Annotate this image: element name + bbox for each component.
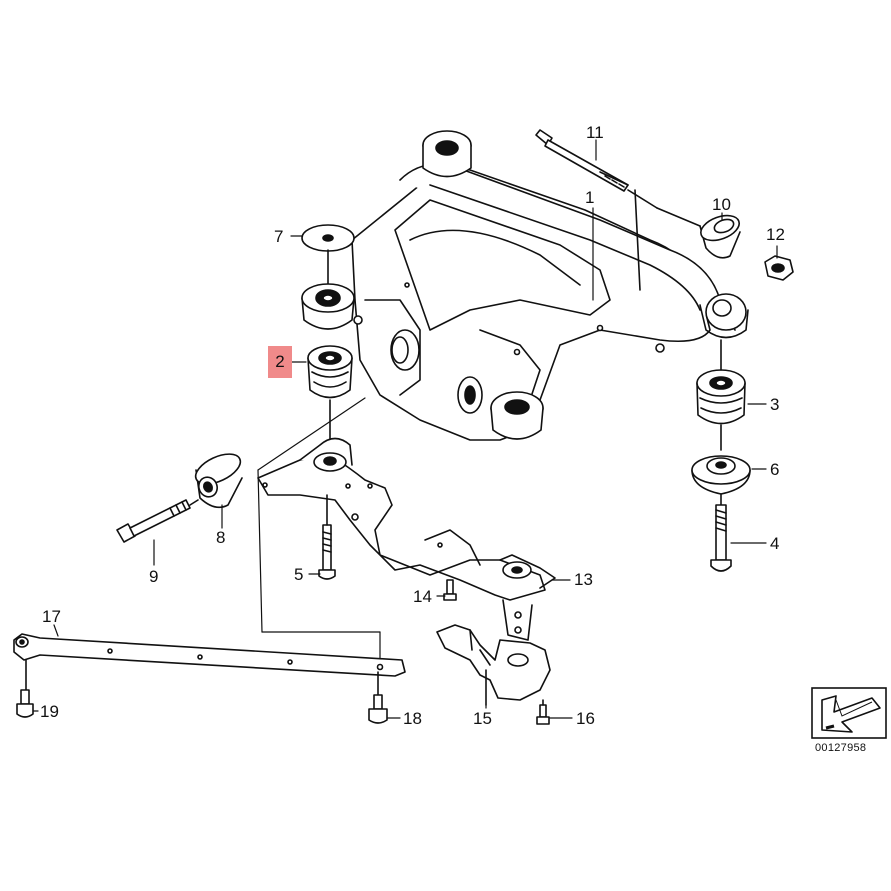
rear-subframe-part [351, 130, 749, 441]
callout-18: 18 [403, 709, 422, 728]
bolt-part-14 [443, 579, 457, 601]
assembly-lines [257, 397, 381, 661]
callout-13: 13 [574, 570, 593, 589]
diagram-reference-number: 00127958 [815, 742, 867, 754]
bracket-plate-part-15 [436, 624, 551, 701]
washer-part-6 [691, 455, 751, 495]
bolt-part-16 [536, 704, 550, 725]
callout-4: 4 [770, 534, 780, 553]
leader-lines [32, 139, 778, 719]
callout-5: 5 [294, 565, 304, 584]
callout-17: 17 [42, 607, 61, 626]
rubber-mount-part-2 [307, 345, 353, 399]
upper-bushing [301, 283, 355, 330]
bracket-part-13 [257, 437, 556, 641]
bush-sleeve-part-10 [699, 214, 741, 259]
callout-2-highlighted: 2 [268, 346, 292, 378]
callout-11: 11 [586, 123, 604, 142]
callout-14: 14 [413, 587, 432, 606]
callout-9: 9 [149, 567, 159, 586]
callout-10: 10 [712, 195, 731, 214]
nut-part-12 [764, 255, 794, 281]
bush-part-8 [194, 453, 243, 509]
bolt-part-5 [318, 524, 336, 580]
strut-bar-part-17 [13, 633, 406, 677]
rubber-mount-part-3 [696, 369, 746, 425]
callout-7: 7 [274, 227, 284, 246]
callout-3: 3 [770, 395, 780, 414]
bolt-part-9 [116, 499, 191, 543]
callout-8: 8 [216, 528, 226, 547]
bolt-part-19 [16, 689, 34, 718]
callout-16: 16 [576, 709, 595, 728]
callout-19: 19 [40, 702, 59, 721]
callout-6: 6 [770, 460, 780, 479]
direction-arrow-icon [811, 687, 887, 739]
long-bolt-part-11 [535, 129, 629, 192]
bolt-part-4 [710, 504, 732, 572]
callout-1: 1 [585, 188, 595, 207]
bolt-part-18 [368, 694, 388, 724]
washer-part-7 [301, 224, 355, 252]
callout-15: 15 [473, 709, 492, 728]
callout-12: 12 [766, 225, 785, 244]
